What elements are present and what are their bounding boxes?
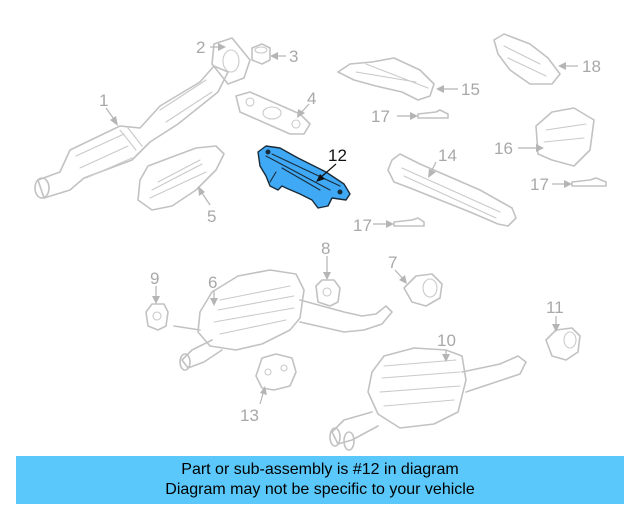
part-17-clip-a (417, 109, 449, 119)
part-11-clamp (545, 327, 581, 361)
callout-17a: 17 (371, 107, 390, 126)
callout-5: 5 (207, 207, 216, 226)
part-2-gasket (211, 37, 251, 85)
callout-4: 4 (307, 89, 316, 108)
part-16-bracket (535, 107, 595, 167)
part-4-bracket (235, 91, 311, 135)
callout-17c: 17 (530, 175, 549, 194)
callout-3: 3 (289, 47, 298, 66)
part-13-bracket (255, 353, 297, 391)
banner-line-2: Diagram may not be specific to your vehi… (165, 481, 475, 498)
callout-7: 7 (388, 253, 397, 272)
callout-17b: 17 (353, 216, 372, 235)
callout-2: 2 (196, 38, 205, 57)
info-banner: Part or sub-assembly is #12 in diagram D… (16, 456, 624, 504)
part-7-clamp (403, 273, 443, 307)
banner-line-1: Part or sub-assembly is #12 in diagram (181, 461, 459, 478)
parts-diagram: 1 2 3 4 5 6 7 8 9 10 11 12 13 14 15 16 1… (34, 33, 607, 451)
callout-12: 12 (328, 146, 347, 165)
part-1-catalytic-converter (34, 65, 229, 199)
leader-12 (316, 163, 337, 182)
part-15-heat-shield (337, 57, 435, 101)
leader-lines (105, 43, 578, 405)
callout-9: 9 (150, 269, 159, 288)
callout-16: 16 (494, 139, 513, 158)
callout-15: 15 (461, 80, 480, 99)
callout-labels: 1 2 3 4 5 6 7 8 9 10 11 12 13 14 15 16 1… (99, 38, 601, 425)
part-12-crossmember[interactable] (257, 145, 351, 209)
callout-18: 18 (582, 57, 601, 76)
callout-8: 8 (321, 239, 330, 258)
callout-14: 14 (438, 146, 457, 165)
part-5-heat-shield (137, 145, 225, 211)
callout-13: 13 (240, 406, 259, 425)
part-17-clip-b (393, 217, 425, 227)
part-9-hanger (145, 303, 169, 331)
callout-11: 11 (546, 298, 564, 317)
callout-1: 1 (99, 91, 108, 110)
part-10-silencer (329, 347, 527, 451)
callout-10: 10 (437, 331, 456, 350)
part-8-hanger (315, 279, 341, 307)
callout-6: 6 (208, 273, 217, 292)
part-6-muffler (173, 269, 393, 371)
part-18-heat-shield (493, 33, 561, 85)
part-17-clip-c (571, 177, 607, 187)
part-3-nut (251, 43, 271, 65)
part-14-heat-shield (387, 153, 517, 227)
